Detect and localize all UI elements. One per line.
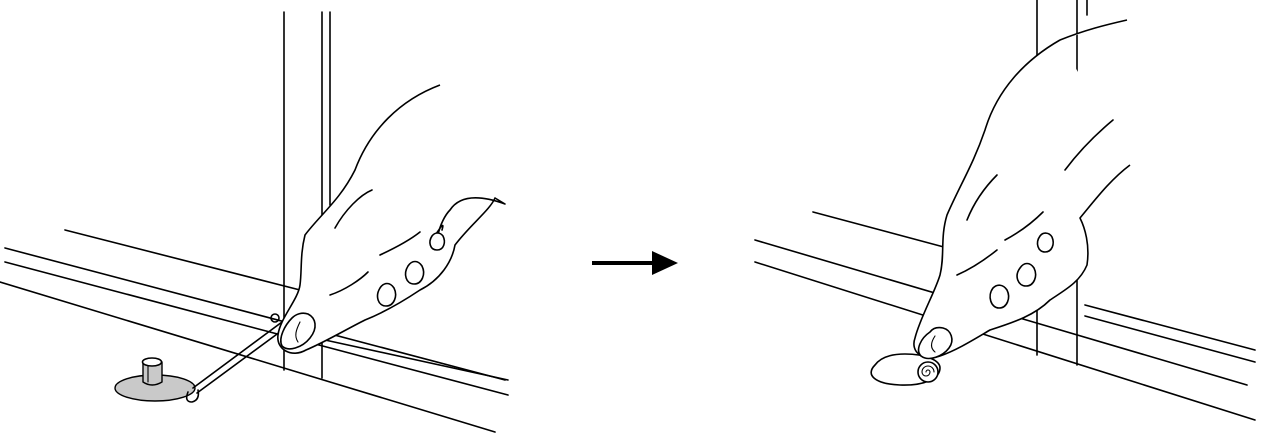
step-after-illustration bbox=[735, 0, 1267, 435]
hand bbox=[277, 84, 506, 354]
rolled-suction-tab bbox=[870, 353, 941, 386]
right-arrow-icon bbox=[590, 248, 680, 278]
step-before-illustration bbox=[0, 0, 520, 435]
suction-tab bbox=[114, 357, 196, 402]
hook-tool bbox=[185, 313, 289, 403]
hand bbox=[913, 19, 1131, 360]
rail-lines bbox=[0, 229, 509, 433]
